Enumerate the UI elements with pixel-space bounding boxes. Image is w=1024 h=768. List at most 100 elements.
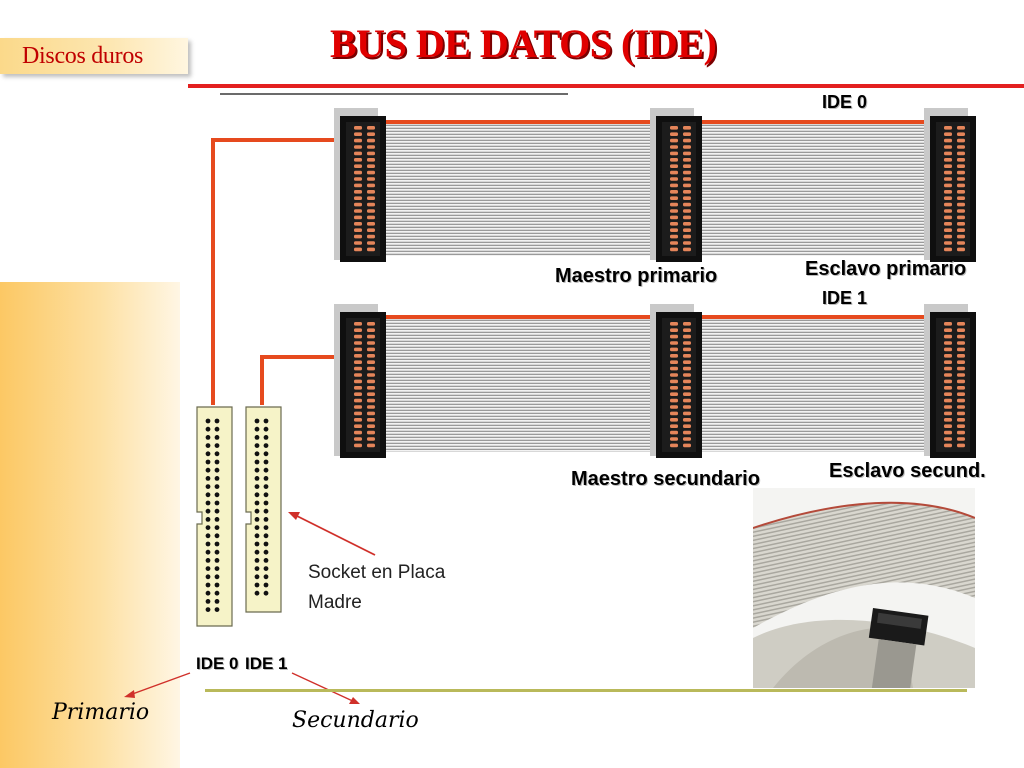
- connector-pin: [367, 347, 375, 352]
- connector-pin: [957, 334, 965, 339]
- ribbon-cable-ide0: [334, 108, 976, 262]
- socket-pin: [254, 525, 260, 530]
- socket-pin: [205, 443, 211, 448]
- connector-pin: [944, 347, 952, 352]
- connector-pin: [367, 366, 375, 371]
- connector-pin: [354, 138, 362, 143]
- connector-pin: [670, 241, 678, 245]
- connector-pin: [367, 405, 375, 409]
- connector-pin: [670, 411, 678, 416]
- connector-pin: [683, 151, 691, 156]
- connector-pin: [957, 132, 965, 136]
- connector-pin: [944, 145, 952, 149]
- connector-pin: [957, 196, 965, 200]
- socket-pin: [263, 525, 269, 530]
- connector-pin: [670, 247, 678, 252]
- connector-pin: [957, 379, 965, 384]
- socket-pin: [263, 541, 269, 547]
- connector-pin: [354, 234, 362, 239]
- connector-pin: [354, 405, 362, 409]
- connector-pin: [957, 341, 965, 345]
- arrow-primario: [124, 672, 191, 698]
- connector-pin: [354, 437, 362, 441]
- connector-pin: [944, 360, 952, 364]
- connector-pin: [944, 234, 952, 239]
- socket-pin: [214, 484, 220, 489]
- connector-pin: [957, 126, 965, 130]
- connector-pin: [354, 398, 362, 403]
- socket-pin: [214, 574, 220, 580]
- socket-pin: [214, 533, 220, 539]
- connector-pin: [683, 386, 691, 390]
- connector-pin: [367, 392, 375, 396]
- connector-pin: [367, 354, 375, 358]
- connector-pin: [683, 430, 691, 435]
- connector-pin: [683, 424, 691, 428]
- label-ide1-socket: IDE 1: [245, 654, 288, 673]
- connector-pin: [944, 202, 952, 207]
- connector-pin: [670, 418, 678, 422]
- connector-pin: [944, 126, 952, 130]
- socket-pin: [263, 558, 269, 563]
- connector-pin: [944, 379, 952, 384]
- connector-pin: [944, 373, 952, 377]
- socket-pin: [205, 418, 211, 424]
- socket-pin: [205, 599, 211, 604]
- connector-pin: [683, 347, 691, 352]
- connector-pin: [367, 386, 375, 390]
- socket-pin: [263, 418, 269, 424]
- connector-pin: [957, 138, 965, 143]
- connector-pin: [670, 334, 678, 339]
- connector-pin: [670, 366, 678, 371]
- connector-pin: [670, 164, 678, 168]
- connector-pin: [683, 247, 691, 252]
- socket-pin: [254, 435, 260, 440]
- socket-pin: [263, 533, 269, 539]
- connector-pin: [367, 228, 375, 232]
- connector-pin: [670, 430, 678, 435]
- connector-pin: [944, 228, 952, 232]
- wire-ide0: [211, 138, 340, 405]
- connector-pin: [683, 354, 691, 358]
- connector-pin: [683, 132, 691, 136]
- connector-pin: [683, 443, 691, 448]
- connector-pin: [957, 386, 965, 390]
- connector-pin: [944, 392, 952, 396]
- socket-pin: [263, 476, 269, 481]
- title-rule: [188, 84, 1024, 88]
- socket-pin: [254, 549, 260, 555]
- socket-pin: [205, 476, 211, 481]
- connector-pin: [670, 373, 678, 377]
- socket-pin: [254, 418, 260, 424]
- connector-pin: [670, 151, 678, 156]
- connector-pin: [354, 379, 362, 384]
- connector-pin: [354, 354, 362, 358]
- slide-title: BUS DE DATOS (IDE): [330, 21, 717, 66]
- connector-pin: [957, 190, 965, 194]
- connector-pin: [957, 222, 965, 226]
- socket-pin: [263, 508, 269, 514]
- label-ide0-socket: IDE 0: [196, 654, 239, 673]
- connector-pin: [670, 424, 678, 428]
- connector-pin: [683, 411, 691, 416]
- connector-pin: [944, 411, 952, 416]
- socket-pin: [205, 558, 211, 563]
- connector-pin: [670, 379, 678, 384]
- connector-pin: [367, 183, 375, 188]
- connector-pin: [367, 145, 375, 149]
- connector-pin: [944, 443, 952, 448]
- socket-ide0: [196, 406, 233, 627]
- arrow-secundario: [291, 672, 360, 704]
- socket-pin: [205, 533, 211, 539]
- connector-pin: [944, 215, 952, 220]
- connector-pin: [670, 386, 678, 390]
- socket-pin: [254, 451, 260, 457]
- connector-pin: [670, 354, 678, 358]
- connector-pin: [957, 437, 965, 441]
- socket-pin: [214, 418, 220, 424]
- connector-pin: [944, 209, 952, 213]
- connector-pin: [944, 398, 952, 403]
- socket-pin: [254, 459, 260, 465]
- connector-pin: [367, 418, 375, 422]
